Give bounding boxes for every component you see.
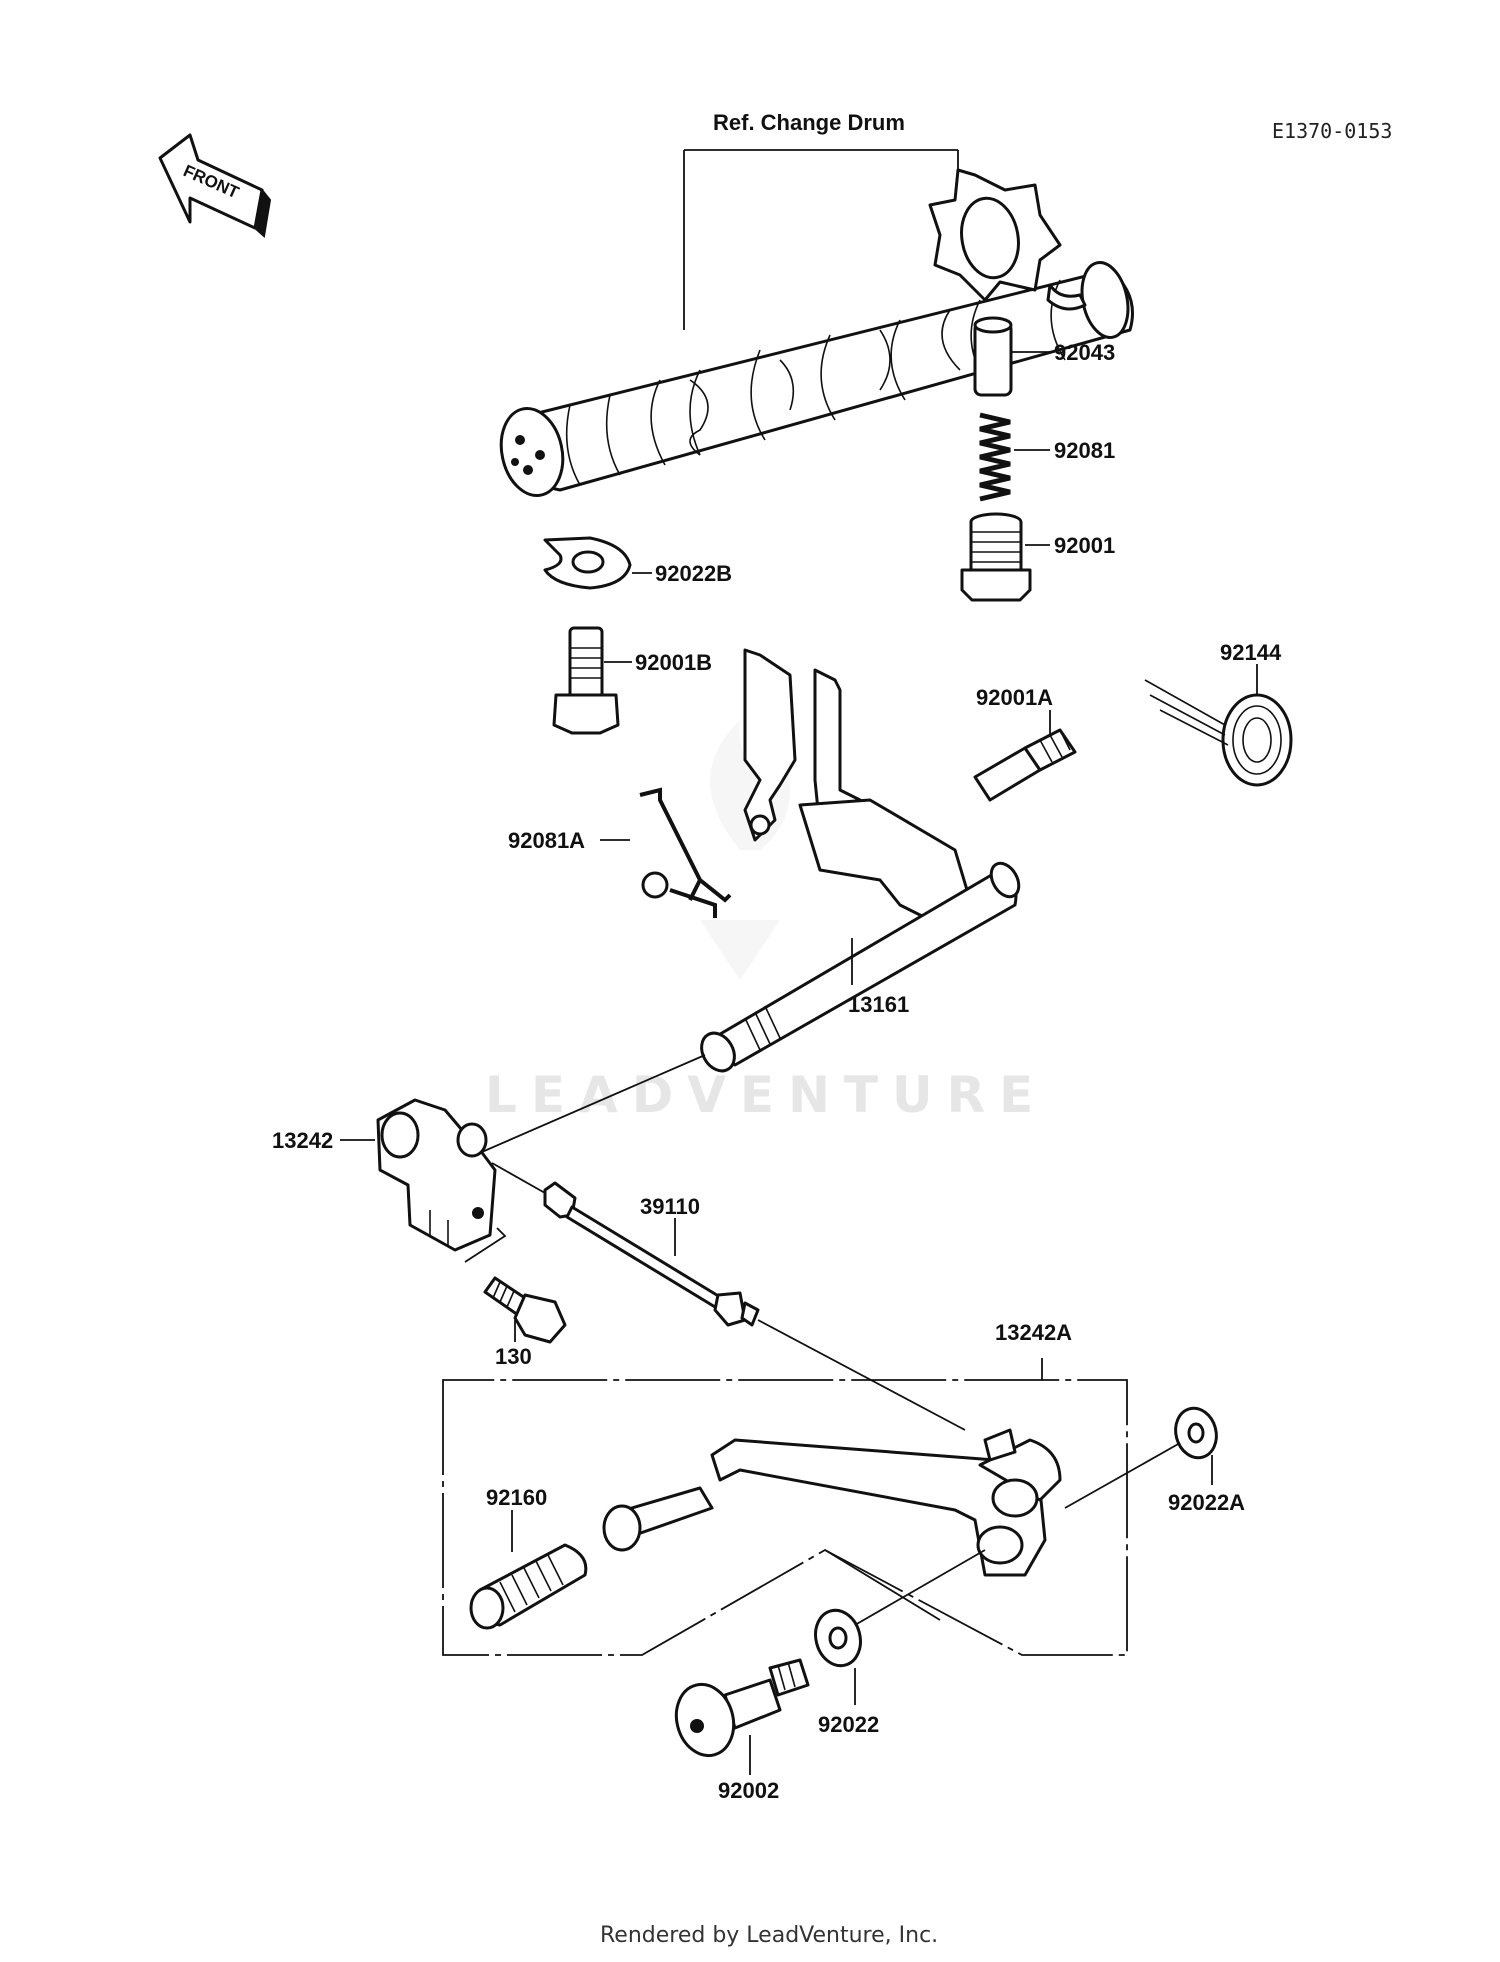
part-13242A-shift-pedal bbox=[602, 1428, 1062, 1577]
label-130: 130 bbox=[495, 1344, 532, 1369]
label-13242A: 13242A bbox=[995, 1320, 1072, 1345]
change-drum-star-plate bbox=[928, 168, 1062, 302]
part-92022-washer bbox=[814, 1608, 862, 1668]
label-92001: 92001 bbox=[1054, 533, 1115, 558]
part-92001-plug bbox=[960, 512, 1032, 602]
assembly-13242A-box bbox=[442, 1379, 1128, 1656]
part-92081A-spring bbox=[639, 787, 732, 918]
part-92022B-lockwasher bbox=[543, 536, 632, 590]
label-92043: 92043 bbox=[1054, 340, 1115, 365]
part-92144-torsion-spring bbox=[1144, 679, 1293, 787]
part-13242-shift-arm bbox=[376, 1098, 497, 1252]
label-92081A: 92081A bbox=[508, 828, 585, 853]
label-13242: 13242 bbox=[272, 1128, 333, 1153]
label-92002: 92002 bbox=[718, 1778, 779, 1803]
label-92001A: 92001A bbox=[976, 685, 1053, 710]
part-92001B-bolt bbox=[552, 626, 620, 735]
ref-change-drum-label: Ref. Change Drum bbox=[713, 110, 905, 135]
front-arrow-icon: FRONT bbox=[158, 133, 272, 238]
label-92022B: 92022B bbox=[655, 561, 732, 586]
label-13161: 13161 bbox=[848, 992, 909, 1017]
part-92043-pin bbox=[973, 316, 1013, 397]
part-92002-pivot-bolt bbox=[674, 1658, 810, 1758]
part-92001A-stud-bolt bbox=[973, 728, 1077, 802]
change-drum bbox=[499, 261, 1134, 497]
part-92081-spring bbox=[979, 412, 1011, 502]
label-92081: 92081 bbox=[1054, 438, 1115, 463]
label-92144: 92144 bbox=[1220, 640, 1282, 665]
drawing-code: E1370-0153 bbox=[1272, 119, 1392, 143]
part-92160-pedal-rubber bbox=[469, 1543, 588, 1630]
watermark-text: LEADVENTURE bbox=[485, 1066, 1047, 1124]
label-92022A: 92022A bbox=[1168, 1490, 1245, 1515]
ref-bracket-line bbox=[683, 149, 959, 330]
label-92160: 92160 bbox=[486, 1485, 547, 1510]
part-13161-shift-shaft bbox=[700, 648, 1021, 1073]
label-39110: 39110 bbox=[640, 1194, 700, 1219]
label-92001B: 92001B bbox=[635, 650, 712, 675]
leader-shaft-13242 bbox=[474, 1054, 706, 1156]
part-39110-tie-rod bbox=[491, 1162, 966, 1431]
label-92022: 92022 bbox=[818, 1712, 879, 1737]
part-92022A-washer bbox=[1174, 1406, 1218, 1460]
footer-credit: Rendered by LeadVenture, Inc. bbox=[600, 1923, 938, 1948]
part-130-bolt bbox=[483, 1276, 567, 1344]
